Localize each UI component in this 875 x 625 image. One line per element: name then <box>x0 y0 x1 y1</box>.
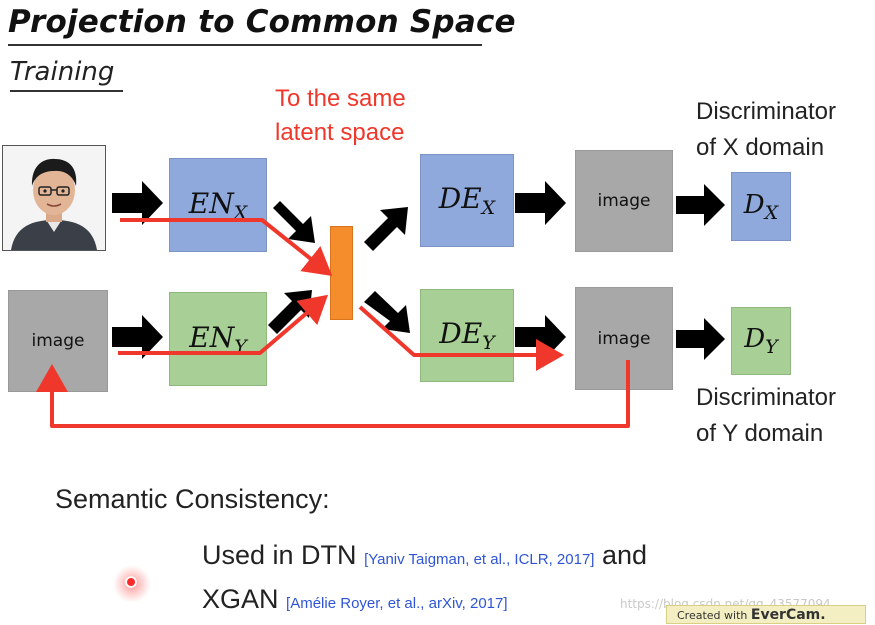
arrow-latent-to-dey <box>364 291 410 333</box>
slide-title: Projection to Common Space <box>8 4 516 40</box>
face-illustration <box>3 146 105 250</box>
reference-line-1: Used in DTN [Yaniv Taigman, et al., ICLR… <box>202 540 647 571</box>
slide-subtitle: Training <box>10 57 115 87</box>
decoder-y-label: DEY <box>439 317 495 354</box>
decoder-x-label: DEX <box>438 182 496 219</box>
discriminator-x-label: DX <box>743 189 779 224</box>
latent-note-line1: To the same <box>275 85 406 112</box>
discriminator-y-label: DY <box>744 324 778 358</box>
discriminator-x-box: DX <box>731 172 791 241</box>
title-underline <box>8 44 482 46</box>
arrow-dex-to-imagex <box>515 181 566 225</box>
output-image-x-label: image <box>597 191 651 211</box>
dtn-text: Used in DTN <box>202 540 357 570</box>
semantic-consistency-heading: Semantic Consistency: <box>55 484 330 514</box>
arrow-image-to-eny <box>112 315 163 359</box>
disc-y-label-line2: of Y domain <box>696 420 824 447</box>
xgan-text: XGAN <box>202 584 279 614</box>
subtitle-underline <box>10 90 123 92</box>
disc-x-label-line2: of X domain <box>696 134 825 161</box>
arrow-photo-to-enx <box>112 181 163 225</box>
discriminator-y-box: DY <box>731 307 791 375</box>
evercam-badge: Created with EverCam. <box>666 605 866 624</box>
disc-x-label: Discriminator of X domain <box>696 94 836 166</box>
red-path-y-to-latent <box>118 294 329 355</box>
evercam-prefix: Created with <box>677 609 748 622</box>
and-text: and <box>601 540 648 570</box>
disc-y-label-line1: Discriminator <box>696 384 837 411</box>
face-photo <box>2 145 106 251</box>
output-image-y-label: image <box>597 328 651 349</box>
red-path-latent-to-imagey <box>358 305 564 371</box>
decoder-x-box: DEX <box>420 154 514 247</box>
input-image-y-label: image <box>31 331 85 351</box>
disc-x-label-line1: Discriminator <box>696 98 837 125</box>
arrow-latent-to-dex <box>364 207 408 251</box>
disc-y-label: Discriminator of Y domain <box>696 380 836 452</box>
xgan-citation: [Amélie Royer, et al., arXiv, 2017] <box>286 595 508 612</box>
decoder-y-box: DEY <box>420 289 514 382</box>
evercam-brand: EverCam. <box>750 607 826 623</box>
latent-space-note: To the same latent space <box>275 82 406 150</box>
arrow-imagex-to-dx <box>676 184 725 226</box>
output-image-x-box: image <box>575 150 673 252</box>
red-path-cycle-back <box>36 360 630 428</box>
encoder-y-box: ENY <box>169 292 267 386</box>
output-image-y-box: image <box>575 287 673 390</box>
arrow-dey-to-imagey <box>515 315 566 359</box>
red-path-x-to-latent <box>120 218 333 276</box>
arrow-enx-to-latent <box>268 201 315 243</box>
latent-note-line2: latent space <box>275 119 405 146</box>
laser-pointer-dot <box>125 576 137 588</box>
arrow-imagey-to-dy <box>676 318 725 360</box>
encoder-x-box: ENX <box>169 158 267 252</box>
dtn-citation: [Yaniv Taigman, et al., ICLR, 2017] <box>364 551 595 568</box>
reference-line-2: XGAN [Amélie Royer, et al., arXiv, 2017] <box>202 584 508 615</box>
